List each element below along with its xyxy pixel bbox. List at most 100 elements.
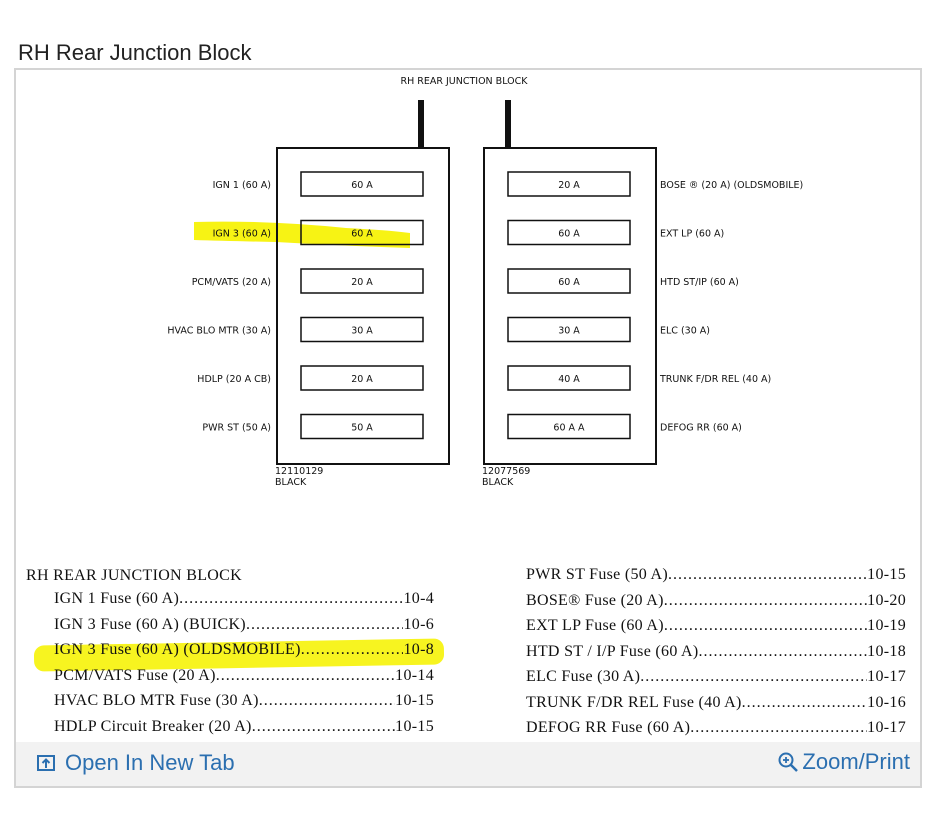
index-entry-page: 10-6 (403, 615, 434, 633)
fuse-label: PWR ST (50 A) (202, 423, 271, 434)
index-entry-label: IGN 3 Fuse (60 A) (OLDSMOBILE) (54, 641, 301, 658)
index-entry-page: 10-14 (395, 666, 434, 684)
fuse-rating: 30 A (351, 326, 373, 337)
fuse-slot (507, 413, 631, 440)
left-connector-lead (418, 100, 424, 148)
action-bar: Open In New Tab Zoom/Print (16, 742, 920, 786)
index-title: RH REAR JUNCTION BLOCK (26, 567, 242, 584)
index-leader-dots (301, 641, 404, 659)
index-entry-page: 10-15 (395, 717, 434, 735)
index-entry: ELC Fuse (30 A)10-17 (526, 668, 906, 686)
fuse-slot (300, 219, 424, 246)
fuse-rating: 60 A (558, 229, 580, 240)
fuse-rating: 60 A (351, 229, 373, 240)
open-new-tab-label: Open In New Tab (65, 750, 235, 775)
fuse-label: HDLP (20 A CB) (197, 374, 271, 385)
open-new-tab-icon (36, 753, 56, 773)
zoom-in-icon (777, 751, 799, 773)
left-junction-block (276, 147, 450, 465)
index-entry-label: PCM/VATS Fuse (20 A) (54, 666, 216, 684)
fuse-rating: 20 A (558, 180, 580, 191)
zoom-print-label: Zoom/Print (802, 749, 910, 774)
fuse-slot (300, 171, 424, 197)
index-leader-dots (690, 719, 867, 737)
fuse-label: HTD ST/IP (60 A) (660, 277, 739, 288)
left-fuse-group: 60 A IGN 1 (60 A) 60 A IGN 3 (60 A) 20 A PCM/… (167, 171, 424, 440)
index-entry-page: 10-15 (867, 566, 906, 583)
index-entry-page: 10-8 (403, 641, 434, 658)
fuse-slot (300, 316, 424, 343)
index-leader-dots (179, 590, 403, 608)
fuse-rating: 40 A (558, 374, 580, 385)
index-entry-page: 10-15 (395, 692, 434, 709)
index-entry-page: 10-17 (867, 719, 906, 736)
index-entry-label: HVAC BLO MTR Fuse (30 A) (54, 692, 259, 709)
zoom-print-link[interactable]: Zoom/Print (777, 749, 910, 775)
index-entry-page: 10-18 (867, 642, 906, 660)
index-entry-page: 10-20 (867, 591, 906, 609)
index-entry-page: 10-16 (867, 693, 906, 711)
index-entry: BOSE® Fuse (20 A)10-20 (526, 592, 906, 610)
left-block-color: BLACK (275, 477, 307, 488)
fuse-rating: 60 A (351, 180, 373, 191)
index-leader-dots (246, 616, 404, 634)
fuse-label: EXT LP (60 A) (660, 229, 724, 240)
fuse-slot (507, 268, 631, 294)
index-entry-label: ELC Fuse (30 A) (526, 668, 641, 685)
index-entry-label: HTD ST / I/P Fuse (60 A) (526, 642, 699, 660)
index-entry: PCM/VATS Fuse (20 A) 10-14 (54, 667, 434, 685)
fuse-slot (507, 171, 631, 197)
fuse-label: DEFOG RR (60 A) (660, 423, 742, 434)
index-entry: EXT LP Fuse (60 A) 10-19 (526, 617, 906, 635)
index-leader-dots (259, 692, 395, 710)
fuse-rating: 20 A (351, 277, 373, 288)
fuse-rating: 60 A A (553, 423, 585, 434)
fuse-label: ELC (30 A) (660, 326, 710, 337)
index-entry: IGN 3 Fuse (60 A) (OLDSMOBILE) 10-8 (54, 641, 434, 659)
fuse-slot (300, 268, 424, 294)
open-in-new-tab-link[interactable]: Open In New Tab (36, 750, 235, 776)
index-entry: HTD ST / I/P Fuse (60 A) 10-18 (526, 643, 906, 661)
fuse-rating: 20 A (351, 374, 373, 385)
fuse-label: HVAC BLO MTR (30 A) (167, 326, 271, 337)
fuse-label: TRUNK F/DR REL (40 A) (659, 374, 771, 385)
index-leader-dots (668, 566, 867, 584)
index-entry: IGN 1 Fuse (60 A) 10-4 (54, 590, 434, 608)
right-connector-lead (505, 100, 511, 148)
index-entry-label: DEFOG RR Fuse (60 A) (526, 719, 691, 736)
index-leader-dots (640, 668, 867, 686)
index-leader-dots (216, 667, 395, 685)
fuse-rating: 60 A (558, 277, 580, 288)
left-part-number: 12110129 (275, 466, 323, 477)
index-leader-dots (664, 617, 867, 635)
fuse-slot (507, 316, 631, 343)
index-entry-label: EXT LP Fuse (60 A) (526, 617, 664, 634)
index-leader-dots (664, 592, 867, 610)
index-entry-label: IGN 3 Fuse (60 A) (BUICK) (54, 615, 246, 633)
index-entry-label: IGN 1 Fuse (60 A) (54, 590, 180, 607)
diagram-highlight (194, 221, 410, 248)
index-entry-page: 10-4 (403, 590, 434, 607)
index-entry-label: PWR ST Fuse (50 A) (526, 566, 669, 583)
fuse-label: IGN 3 (60 A) (213, 229, 271, 240)
fuse-label: PCM/VATS (20 A) (192, 277, 271, 288)
fuse-label: IGN 1 (60 A) (213, 180, 271, 191)
index-leader-dots (742, 694, 868, 712)
page-title: RH Rear Junction Block (18, 40, 252, 65)
index-entry: TRUNK F/DR REL Fuse (40 A) 10-16 (526, 694, 906, 712)
fuse-slot (300, 413, 424, 440)
fuse-slot (300, 365, 424, 391)
index-leader-dots (252, 718, 395, 736)
index-entry-label: TRUNK F/DR REL Fuse (40 A) (526, 693, 742, 711)
fuse-slot (507, 219, 631, 246)
index-entry: HDLP Circuit Breaker (20 A) 10-15 (54, 718, 434, 736)
index-leader-dots (699, 643, 868, 661)
right-part-number: 12077569 (482, 466, 530, 477)
right-block-color: BLACK (482, 477, 514, 488)
index-entry-label: HDLP Circuit Breaker (20 A) (54, 717, 252, 735)
index-entry-page: 10-19 (867, 617, 906, 634)
index-entry: HVAC BLO MTR Fuse (30 A) 10-15 (54, 692, 434, 710)
fuse-rating: 30 A (558, 326, 580, 337)
